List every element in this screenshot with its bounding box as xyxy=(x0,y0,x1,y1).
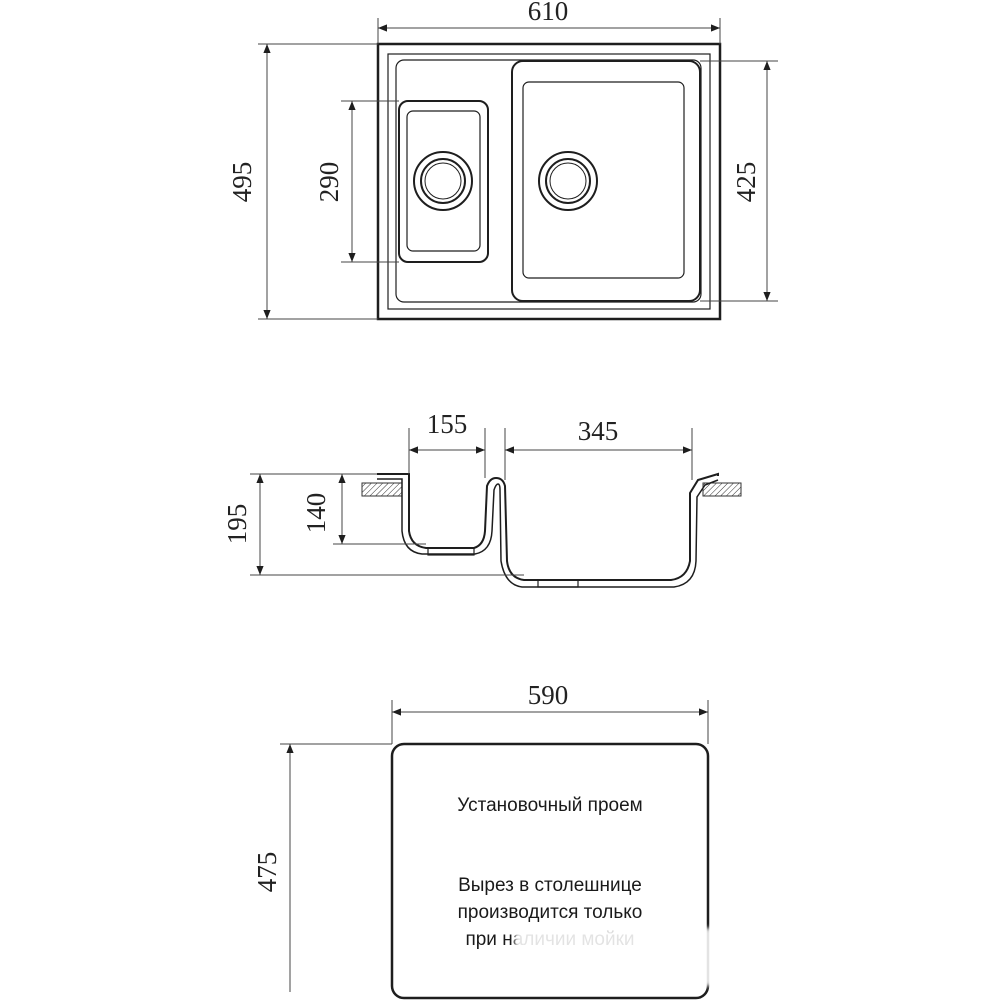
dim-height-495: 495 xyxy=(227,43,378,320)
dim-large-bowl-425: 425 xyxy=(700,60,778,302)
dim-large-width-345: 345 xyxy=(504,416,693,480)
top-view: 610 495 290 425 xyxy=(227,0,778,321)
dim-345-label: 345 xyxy=(578,416,619,446)
dim-155-label: 155 xyxy=(427,409,468,439)
cutout-outline xyxy=(390,742,710,1000)
large-drain-icon xyxy=(538,151,598,211)
cutout-title: Установочный проем xyxy=(457,795,642,816)
small-bowl-top xyxy=(398,100,489,263)
dim-590-label: 590 xyxy=(528,680,569,710)
cutout-note-line-2: производится только xyxy=(458,902,643,923)
cutout-view: 590 475 Установочный проем Вырез в столе… xyxy=(252,680,710,1000)
dim-width-610: 610 xyxy=(377,0,721,44)
dim-495-label: 495 xyxy=(227,162,257,203)
dim-475-label: 475 xyxy=(252,852,282,893)
sink-profile xyxy=(377,472,719,588)
dim-290-label: 290 xyxy=(314,162,344,203)
cutout-note-line-1: Вырез в столешнице xyxy=(458,875,642,896)
dim-cutout-height-475: 475 xyxy=(252,743,392,992)
dim-425-label: 425 xyxy=(731,162,761,203)
countertop-hatch-left xyxy=(361,482,403,497)
dim-610-label: 610 xyxy=(528,0,569,26)
dim-140-label: 140 xyxy=(301,493,331,534)
dim-small-depth-140: 140 xyxy=(301,474,426,545)
section-view: 155 345 195 140 xyxy=(222,409,742,588)
dim-small-bowl-290: 290 xyxy=(314,100,399,263)
dim-cutout-width-590: 590 xyxy=(391,680,709,744)
small-drain-icon xyxy=(413,151,473,211)
dim-small-width-155: 155 xyxy=(408,409,486,478)
dim-195-label: 195 xyxy=(222,504,252,545)
countertop-hatch-right xyxy=(702,482,742,497)
large-bowl-top xyxy=(511,60,701,302)
dim-depth-195: 195 xyxy=(222,473,524,576)
watermark-overlay xyxy=(515,928,775,986)
